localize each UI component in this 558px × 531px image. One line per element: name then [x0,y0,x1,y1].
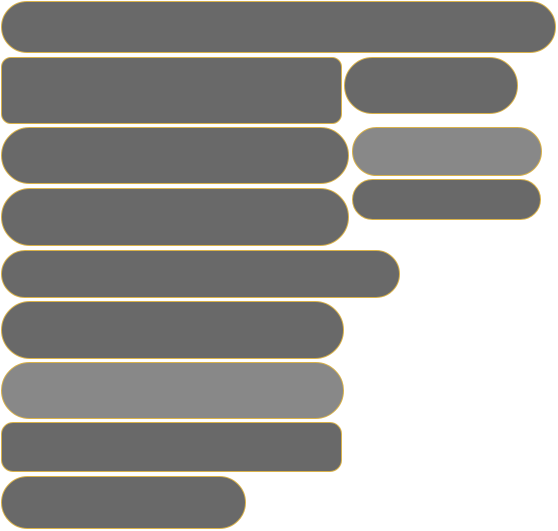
placeholder-block-3[interactable] [344,57,518,114]
placeholder-block-1[interactable] [1,1,556,53]
placeholder-block-12[interactable] [1,476,246,529]
placeholder-block-2[interactable] [1,57,342,124]
placeholder-block-11[interactable] [1,422,342,472]
placeholder-block-7[interactable] [1,188,349,246]
placeholder-block-10[interactable] [1,362,344,419]
placeholder-block-5[interactable] [352,127,542,176]
placeholder-block-4[interactable] [1,127,349,184]
placeholder-block-8[interactable] [1,250,400,298]
placeholder-block-9[interactable] [1,301,344,359]
placeholder-block-6[interactable] [352,179,541,220]
